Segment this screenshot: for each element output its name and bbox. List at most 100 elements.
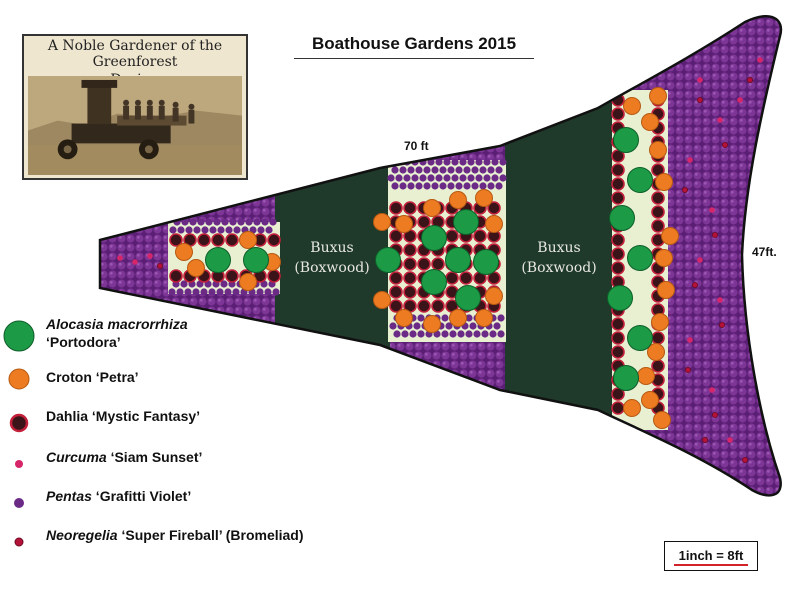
alocasia-marker <box>627 167 653 193</box>
alocasia-marker <box>613 365 639 391</box>
pentas-marker <box>176 288 184 296</box>
pentas-marker <box>407 166 415 174</box>
pentas-marker <box>445 322 453 330</box>
croton-marker <box>239 273 257 291</box>
pentas-marker <box>192 288 200 296</box>
pentas-marker <box>415 182 423 190</box>
dahlia-marker <box>611 317 625 331</box>
vintage-truck-photo <box>28 76 242 176</box>
croton-marker <box>395 309 413 327</box>
croton-marker <box>653 411 671 429</box>
dahlia-marker <box>417 299 431 313</box>
pentas-marker <box>200 288 208 296</box>
neoregelia-marker <box>712 231 719 238</box>
alocasia-marker <box>205 247 231 273</box>
buxus-label-left: Buxus <box>310 240 353 256</box>
pentas-marker <box>467 158 475 166</box>
dahlia-marker <box>403 243 417 257</box>
dahlia-marker <box>445 229 459 243</box>
dahlia-marker <box>211 233 225 247</box>
dahlia-marker <box>611 261 625 275</box>
pentas-marker <box>463 166 471 174</box>
height-dimension: 47ft. <box>752 245 777 259</box>
scale-label: 1inch = 8ft <box>678 548 744 563</box>
croton-marker <box>175 243 193 261</box>
pentas-marker <box>256 288 264 296</box>
dahlia-marker <box>611 177 625 191</box>
dahlia-marker <box>487 201 501 215</box>
page-title: Boathouse Gardens 2015 <box>311 34 517 53</box>
dahlia-legend-icon <box>9 413 29 433</box>
pentas-marker <box>220 280 228 288</box>
alocasia-marker <box>243 247 269 273</box>
neoregelia-marker <box>682 186 689 193</box>
pentas-marker <box>427 174 435 182</box>
pentas-marker <box>399 166 407 174</box>
garden-outline <box>98 15 783 497</box>
pentas-marker <box>387 174 395 182</box>
croton-marker <box>485 287 503 305</box>
croton-marker <box>641 391 659 409</box>
croton-marker <box>657 281 675 299</box>
legend-label-curcuma: Curcuma ‘Siam Sunset’ <box>46 449 202 465</box>
pentas-marker <box>471 182 479 190</box>
dahlia-marker <box>651 205 665 219</box>
pentas-marker <box>401 330 409 338</box>
croton-marker <box>655 249 673 267</box>
pentas-marker <box>479 182 487 190</box>
croton-marker <box>649 141 667 159</box>
legend-label-neoregelia: Neoregelia ‘Super Fireball’ (Bromeliad) <box>46 527 304 543</box>
pentas-marker <box>389 322 397 330</box>
pentas-marker <box>213 218 221 226</box>
curcuma-marker <box>697 257 703 263</box>
pentas-marker <box>489 330 497 338</box>
pentas-marker <box>180 280 188 288</box>
pentas-marker <box>483 174 491 182</box>
dahlia-marker <box>267 233 281 247</box>
pentas-marker <box>493 322 501 330</box>
neoregelia-marker <box>156 262 163 269</box>
pentas-marker <box>185 226 193 234</box>
dahlia-marker <box>417 257 431 271</box>
pentas-marker <box>415 166 423 174</box>
dahlia-marker <box>651 331 665 345</box>
pentas-marker <box>168 288 176 296</box>
pentas-marker <box>449 330 457 338</box>
croton-marker <box>449 309 467 327</box>
dahlia-marker <box>473 229 487 243</box>
dahlia-marker <box>651 359 665 373</box>
pentas-marker <box>264 288 272 296</box>
width-dimension: 70 ft <box>404 139 429 153</box>
pentas-marker <box>229 218 237 226</box>
pentas-marker <box>443 174 451 182</box>
curcuma-marker <box>737 97 743 103</box>
alocasia-marker <box>607 285 633 311</box>
pentas-marker <box>395 174 403 182</box>
pentas-marker <box>435 158 443 166</box>
pentas-marker <box>495 182 503 190</box>
pentas-marker <box>479 166 487 174</box>
dahlia-marker <box>403 201 417 215</box>
designer-badge: A Noble Gardener of the Greenforest Desi… <box>22 34 248 180</box>
dahlia-marker <box>389 271 403 285</box>
neoregelia-marker <box>697 97 704 104</box>
croton-marker <box>475 189 493 207</box>
legend-pentas-cultivar: ‘Grafitti Violet’ <box>91 488 192 504</box>
legend-label-dahlia: Dahlia ‘Mystic Fantasy’ <box>46 408 201 424</box>
pentas-marker <box>441 330 449 338</box>
croton-marker <box>485 215 503 233</box>
alocasia-marker <box>609 205 635 231</box>
pentas-marker <box>209 226 217 234</box>
scale-bar <box>674 564 748 566</box>
badge-title-line1: A Noble Gardener of the Greenforest <box>47 38 223 70</box>
pentas-marker <box>169 226 177 234</box>
pentas-marker <box>193 226 201 234</box>
curcuma-marker <box>697 77 703 83</box>
neoregelia-legend-icon <box>14 537 24 547</box>
curcuma-marker <box>687 337 693 343</box>
pentas-marker <box>205 218 213 226</box>
boxwood-label-left: (Boxwood) <box>294 260 369 276</box>
curcuma-marker <box>117 255 123 261</box>
dahlia-marker <box>225 233 239 247</box>
